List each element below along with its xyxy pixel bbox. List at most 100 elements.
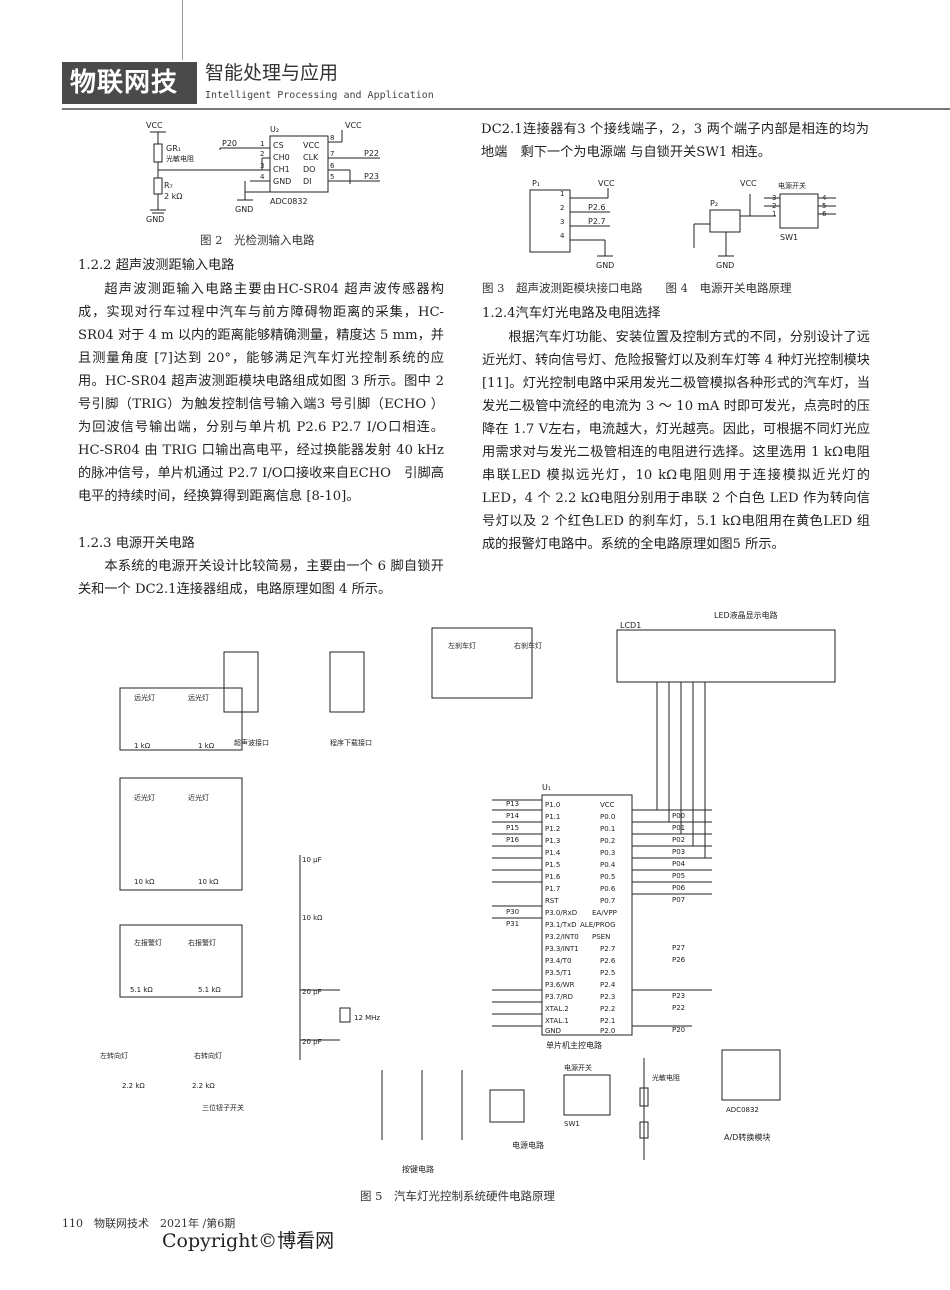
mcu-u1 (541, 794, 633, 1036)
svg-text:R₇: R₇ (164, 181, 173, 190)
svg-text:左转向灯: 左转向灯 (100, 1051, 128, 1060)
svg-text:GND: GND (596, 261, 614, 270)
svg-text:5.1 kΩ: 5.1 kΩ (130, 986, 153, 994)
svg-text:A/D转换模块: A/D转换模块 (724, 1132, 770, 1142)
fig5-full-schematic: LED液晶显示电路 LCD1 U₁ P1.0P1.1 P1.2P1.3 P1.4… (100, 610, 836, 1174)
svg-text:2: 2 (772, 202, 776, 210)
svg-text:按键电路: 按键电路 (402, 1164, 434, 1174)
svg-text:3: 3 (560, 218, 564, 226)
svg-text:P0.2: P0.2 (600, 837, 615, 845)
svg-text:DI: DI (303, 177, 312, 186)
svg-text:超声波接口: 超声波接口 (234, 738, 269, 747)
svg-text:P31: P31 (506, 920, 519, 928)
svg-text:P06: P06 (672, 884, 686, 892)
svg-text:P0.4: P0.4 (600, 861, 616, 869)
svg-text:P2.7: P2.7 (600, 945, 615, 953)
svg-text:P3.1/TxD: P3.1/TxD (545, 921, 577, 929)
svg-text:P20: P20 (672, 1026, 685, 1034)
svg-text:程序下载接口: 程序下载接口 (330, 738, 372, 747)
section-1-2-4-heading: 1.2.4汽车灯光电路及电阻选择 (482, 306, 661, 321)
svg-text:P0.5: P0.5 (600, 873, 615, 881)
svg-text:P16: P16 (506, 836, 520, 844)
svg-text:P1.6: P1.6 (545, 873, 561, 881)
svg-text:EA/VPP: EA/VPP (592, 909, 617, 917)
svg-text:左报警灯: 左报警灯 (134, 938, 162, 947)
svg-text:远光灯: 远光灯 (134, 693, 155, 702)
svg-text:PSEN: PSEN (592, 933, 610, 941)
svg-text:U₂: U₂ (270, 125, 279, 134)
svg-text:P3.5/T1: P3.5/T1 (545, 969, 571, 977)
svg-text:电源电路: 电源电路 (512, 1140, 544, 1150)
fig3-fig4-caption: 图 3 超声波测距模块接口电路 图 4 电源开关电路原理 (482, 281, 792, 295)
svg-text:12 MHz: 12 MHz (354, 1014, 380, 1022)
svg-text:P2.3: P2.3 (600, 993, 615, 1001)
page-footer: 110 物联网技术 2021年 /第6期 (62, 1217, 236, 1230)
svg-text:VCC: VCC (600, 801, 615, 809)
svg-text:GND: GND (716, 261, 734, 270)
svg-text:4: 4 (822, 194, 827, 202)
svg-text:GND: GND (146, 215, 164, 224)
section-1-2-3-paragraph: 本系统的电源开关设计比较简易，主要由一个 6 脚自锁开关和一个 DC2.1连接器… (78, 559, 444, 597)
svg-text:1: 1 (260, 140, 264, 148)
svg-text:2 kΩ: 2 kΩ (164, 192, 182, 201)
svg-text:单片机主控电路: 单片机主控电路 (546, 1040, 602, 1050)
svg-text:P0.0: P0.0 (600, 813, 615, 821)
svg-text:P1.0: P1.0 (545, 801, 560, 809)
svg-text:VCC: VCC (345, 121, 362, 130)
svg-text:近光灯: 近光灯 (134, 793, 155, 802)
svg-text:P26: P26 (672, 956, 686, 964)
svg-text:4: 4 (260, 173, 265, 181)
svg-text:P3.2/INT0: P3.2/INT0 (545, 933, 579, 941)
svg-text:P14: P14 (506, 812, 520, 820)
svg-text:VCC: VCC (146, 121, 163, 130)
svg-text:P03: P03 (672, 848, 685, 856)
svg-text:10 kΩ: 10 kΩ (302, 914, 323, 922)
svg-text:2: 2 (260, 150, 264, 158)
svg-text:U₁: U₁ (542, 783, 551, 792)
section-1-2-3-heading: 1.2.3 电源开关电路 (78, 536, 195, 551)
fig2-caption: 图 2 光检测输入电路 (200, 233, 315, 247)
svg-text:VCC: VCC (598, 179, 615, 188)
svg-text:P1.3: P1.3 (545, 837, 560, 845)
svg-text:P13: P13 (506, 800, 519, 808)
svg-text:P₂: P₂ (710, 199, 718, 208)
svg-text:4: 4 (560, 232, 565, 240)
section-subtitle: Intelligent Processing and Application (205, 90, 434, 101)
svg-text:DO: DO (303, 165, 315, 174)
svg-text:ALE/PROG: ALE/PROG (580, 921, 616, 929)
svg-text:VCC: VCC (740, 179, 757, 188)
journal-logo: 物联网技术 (62, 62, 197, 140)
svg-text:右刹车灯: 右刹车灯 (514, 641, 542, 650)
svg-text:CH1: CH1 (273, 165, 290, 174)
svg-text:P22: P22 (672, 1004, 685, 1012)
svg-text:LCD1: LCD1 (620, 621, 641, 630)
svg-text:P04: P04 (672, 860, 686, 868)
svg-text:7: 7 (330, 150, 334, 158)
svg-text:P₁: P₁ (532, 179, 540, 188)
svg-text:SW1: SW1 (564, 1120, 580, 1128)
svg-text:P2.1: P2.1 (600, 1017, 615, 1025)
svg-text:1: 1 (560, 190, 564, 198)
svg-text:2.2 kΩ: 2.2 kΩ (122, 1082, 145, 1090)
svg-text:ADC0832: ADC0832 (726, 1106, 759, 1114)
svg-text:XTAL.1: XTAL.1 (545, 1017, 569, 1025)
svg-text:XTAL.2: XTAL.2 (545, 1005, 569, 1013)
svg-text:P2.6: P2.6 (588, 203, 606, 212)
svg-text:P01: P01 (672, 824, 685, 832)
svg-text:P22: P22 (364, 149, 379, 158)
svg-text:20 pF: 20 pF (302, 988, 322, 996)
svg-text:GND: GND (235, 205, 253, 214)
svg-text:P3.0/RxD: P3.0/RxD (545, 909, 577, 917)
svg-text:P2.7: P2.7 (588, 217, 606, 226)
svg-text:P20: P20 (222, 139, 237, 148)
svg-text:5.1 kΩ: 5.1 kΩ (198, 986, 221, 994)
svg-text:P30: P30 (506, 908, 519, 916)
svg-text:GR₁: GR₁ (166, 144, 181, 153)
svg-text:三位钮子开关: 三位钮子开关 (202, 1103, 244, 1112)
svg-text:SW1: SW1 (780, 233, 798, 242)
svg-text:P1.4: P1.4 (545, 849, 561, 857)
svg-text:右转向灯: 右转向灯 (194, 1051, 222, 1060)
svg-text:电源开关: 电源开关 (564, 1063, 592, 1072)
